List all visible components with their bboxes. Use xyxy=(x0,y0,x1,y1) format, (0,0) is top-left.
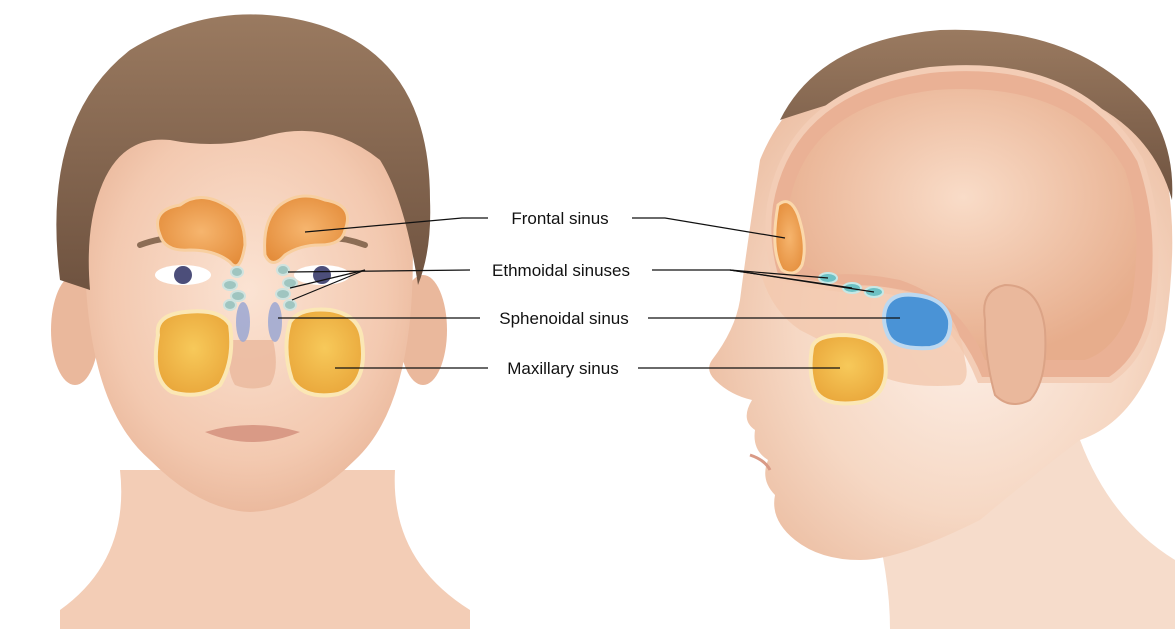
side-sphenoidal-sinus xyxy=(884,295,950,349)
front-sphenoidal-sinus-right xyxy=(268,302,282,342)
label-maxillary-sinus: Maxillary sinus xyxy=(507,359,618,378)
front-view-head xyxy=(51,14,470,629)
label-frontal-sinus: Frontal sinus xyxy=(511,209,608,228)
front-maxillary-sinus-left xyxy=(156,311,231,395)
label-ethmoidal-sinuses: Ethmoidal sinuses xyxy=(492,261,630,280)
side-maxillary-sinus xyxy=(811,335,886,404)
front-nose xyxy=(229,340,276,389)
front-sphenoidal-sinus-left xyxy=(236,302,250,342)
label-sphenoidal-sinus: Sphenoidal sinus xyxy=(499,309,628,328)
front-maxillary-sinus-right xyxy=(286,310,363,396)
front-left-iris xyxy=(174,266,192,284)
labels: Frontal sinus Ethmoidal sinuses Sphenoid… xyxy=(492,209,630,378)
side-ear xyxy=(984,285,1045,404)
side-view-head xyxy=(709,30,1175,629)
